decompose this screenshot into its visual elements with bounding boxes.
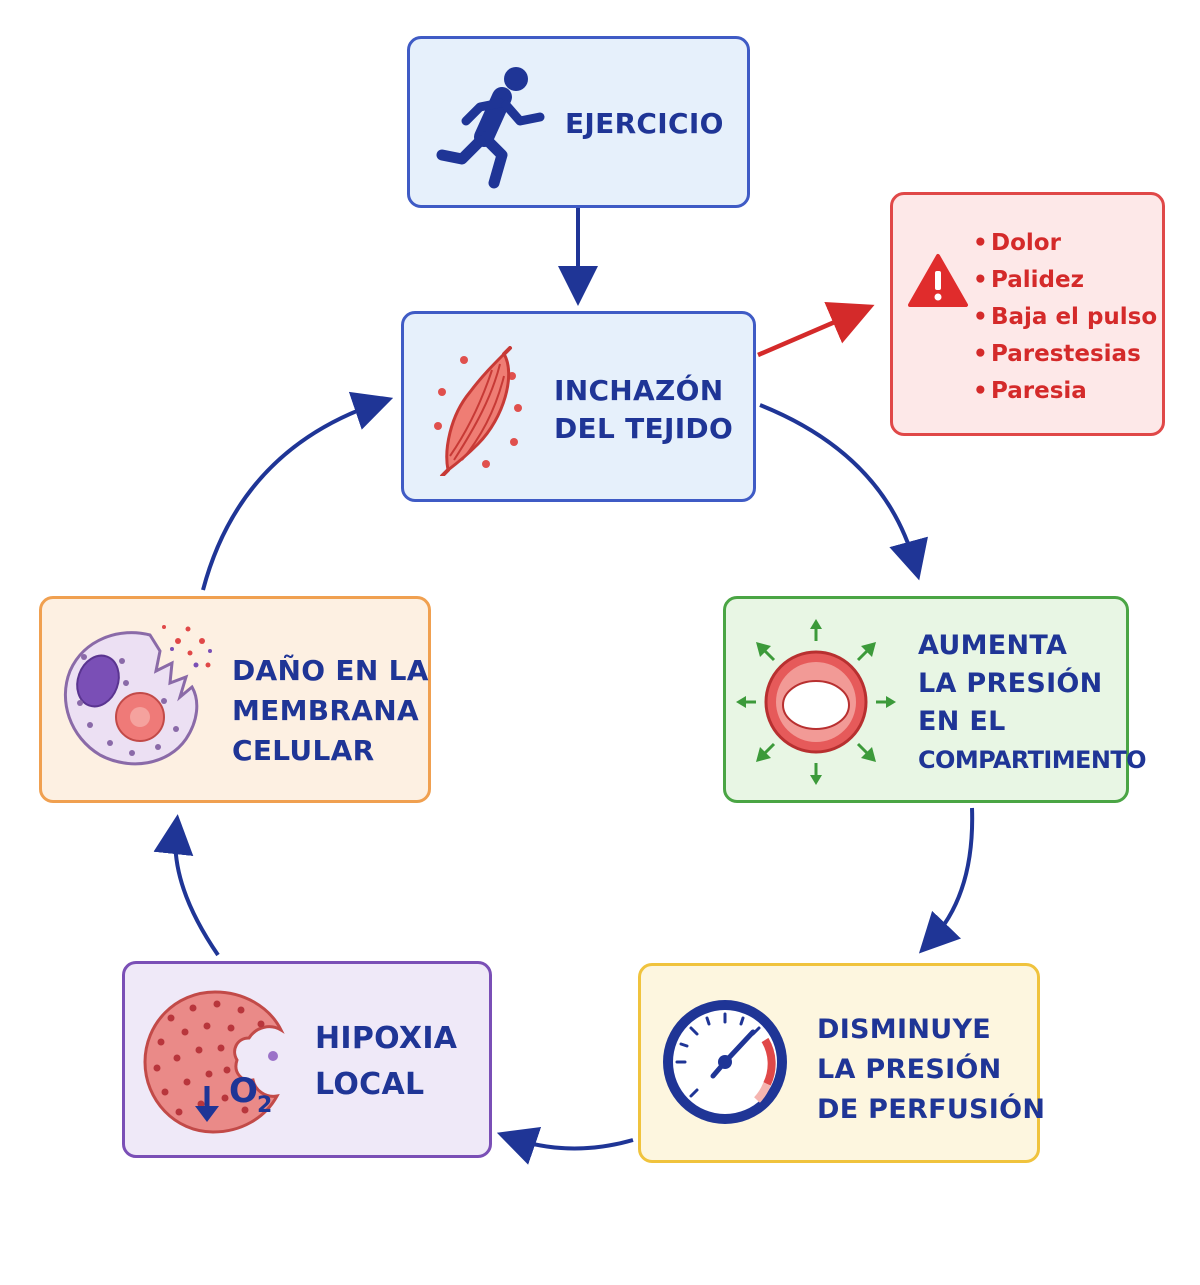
node-ejercicio: EJERCICIO: [407, 36, 750, 208]
bullet: •: [973, 341, 988, 367]
label-line: CELULAR: [232, 734, 375, 767]
oxygen-cell-icon: O 2: [143, 990, 285, 1134]
arrow-aumenta-to-disminuye: [918, 807, 975, 954]
pressure-gauge-icon: [663, 1000, 787, 1124]
oxygen-symbol: O: [229, 1071, 258, 1111]
symptom-item: •Paresia: [973, 373, 1157, 410]
label-line: LA PRESIÓN: [817, 1054, 1002, 1085]
label-line: DISMINUYE: [817, 1014, 992, 1045]
label-line: DE PERFUSIÓN: [817, 1094, 1046, 1125]
symptom-text: Palidez: [991, 267, 1084, 293]
arrow-inchazon-to-aumenta: [759, 403, 928, 581]
node-aumenta-label: AUMENTA LA PRESIÓN EN EL COMPARTIMENTO: [918, 627, 1147, 779]
symptom-item: •Parestesias: [973, 336, 1157, 373]
vessel-pressure-icon: [736, 619, 896, 785]
label-line: COMPARTIMENTO: [918, 746, 1147, 774]
warning-icon: [908, 254, 968, 307]
node-aumenta: AUMENTA LA PRESIÓN EN EL COMPARTIMENTO: [723, 596, 1147, 803]
node-ejercicio-label: EJERCICIO: [565, 105, 724, 143]
label-line: EN EL: [918, 706, 1006, 737]
node-disminuye-label: DISMINUYE LA PRESIÓN DE PERFUSIÓN: [817, 1010, 1045, 1130]
label-line: INCHAZÓN: [554, 374, 724, 407]
label-line: AUMENTA: [918, 630, 1068, 661]
label-line: EJERCICIO: [565, 107, 724, 140]
symptom-item: •Baja el pulso: [973, 299, 1157, 336]
node-inchazon: INCHAZÓN DEL TEJIDO: [401, 311, 756, 502]
node-hipoxia: O 2 HIPOXIA LOCAL: [122, 961, 492, 1158]
oxygen-subscript: 2: [257, 1093, 272, 1118]
bullet: •: [973, 267, 988, 293]
label-line: HIPOXIA: [315, 1021, 458, 1056]
label-line: LOCAL: [315, 1067, 425, 1102]
label-line: DEL TEJIDO: [554, 412, 734, 445]
node-inchazon-label: INCHAZÓN DEL TEJIDO: [554, 372, 733, 448]
symptom-text: Dolor: [991, 230, 1061, 256]
arrow-dano-to-inchazon: [201, 391, 394, 591]
label-line: MEMBRANA: [232, 694, 419, 727]
symptom-list: •Dolor •Palidez •Baja el pulso •Parestes…: [973, 225, 1157, 410]
arrow-disminuye-to-hipoxia: [496, 1126, 634, 1165]
symptom-text: Parestesias: [991, 341, 1141, 367]
damaged-cell-icon: [63, 625, 212, 766]
running-person-icon: [436, 67, 545, 189]
bullet: •: [973, 230, 988, 256]
node-disminuye: DISMINUYE LA PRESIÓN DE PERFUSIÓN: [638, 963, 1045, 1163]
label-line: LA PRESIÓN: [918, 668, 1103, 699]
node-dano-label: DAÑO EN LA MEMBRANA CELULAR: [232, 651, 429, 771]
label-line: DAÑO EN LA: [232, 654, 429, 687]
alert-symptoms: •Dolor •Palidez •Baja el pulso •Parestes…: [890, 192, 1165, 436]
muscle-icon: [434, 346, 522, 476]
arrow-hipoxia-to-dano: [153, 814, 220, 957]
bullet: •: [973, 304, 988, 330]
node-hipoxia-label: HIPOXIA LOCAL: [315, 1016, 457, 1108]
symptom-text: Baja el pulso: [991, 304, 1158, 330]
symptom-item: •Palidez: [973, 262, 1157, 299]
arrow-inchazon-to-sintomas: [757, 301, 875, 358]
node-dano: DAÑO EN LA MEMBRANA CELULAR: [39, 596, 431, 803]
symptom-item: •Dolor: [973, 225, 1157, 262]
bullet: •: [973, 378, 988, 404]
symptom-text: Paresia: [991, 378, 1087, 404]
